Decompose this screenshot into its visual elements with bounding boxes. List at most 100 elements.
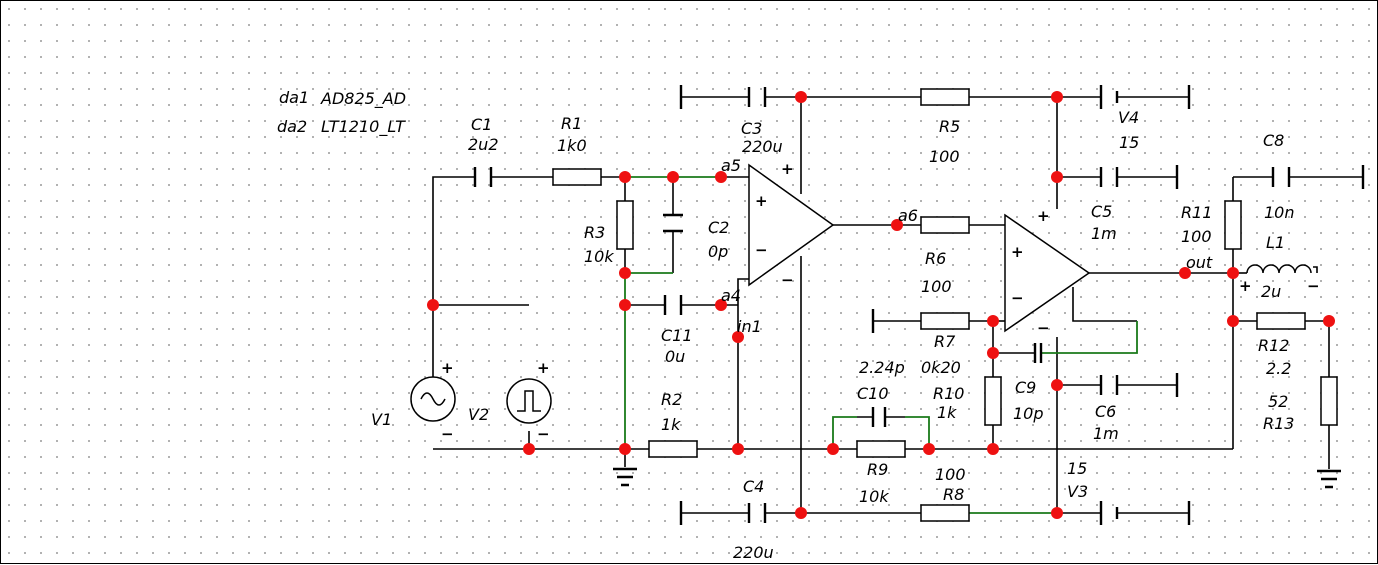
label-c8-value: 10n [1264,203,1295,222]
capacitor-c3[interactable] [747,87,767,107]
pulse-source-v2[interactable] [506,378,552,424]
label-r2-value: 1k [661,415,681,434]
inductor-l1[interactable] [1246,264,1312,274]
capacitor-c6[interactable] [1099,375,1119,395]
capacitor-c9[interactable] [1033,343,1043,363]
op-amp-da2[interactable] [1004,213,1091,333]
label-c4-value: 220u [733,543,774,562]
label-r10-ref: R10 [933,384,964,403]
label-v3-value: 15 [1067,459,1087,478]
svg-text:+: + [1037,207,1050,225]
polarity-signs: + − + − + − + − + − + − + − [441,160,1320,443]
label-c3-value: 220u [742,137,783,156]
resistor-r8[interactable] [920,504,970,522]
label-c2-ref: C2 [708,218,729,237]
label-c2-value: 0p [708,242,728,261]
label-c6-value: 1m [1093,424,1119,443]
model-value-da1: AD825_AD [320,89,406,109]
label-r13-value: 52 [1268,392,1288,411]
svg-text:+: + [755,192,768,210]
net-label-a4: a4 [721,286,741,305]
capacitor-c8[interactable] [1271,167,1291,187]
label-r5-value: 100 [929,147,960,166]
label-c5-value: 1m [1091,224,1117,243]
label-r5-ref: R5 [939,117,960,136]
resistor-r11[interactable] [1224,200,1242,250]
label-v4-value: 15 [1119,133,1139,152]
resistor-r12[interactable] [1256,312,1306,330]
label-r8-ref: R8 [943,485,964,504]
label-r11-value: 100 [1181,227,1212,246]
label-r13-ref: R13 [1263,414,1294,433]
label-c10-ref: C10 [857,384,889,403]
svg-text:+: + [1011,243,1024,261]
capacitor-c4[interactable] [747,503,767,523]
battery-v4[interactable] [1099,85,1119,109]
label-c1-value: 2u2 [468,135,499,154]
net-label-in1: in1 [737,317,762,336]
svg-text:−: − [1307,277,1320,295]
label-c3-ref: C3 [741,119,762,138]
resistor-r9[interactable] [856,440,906,458]
ground-terminals [679,85,1365,525]
svg-text:+: + [781,160,794,178]
svg-text:−: − [1037,319,1050,337]
label-c11-value: 0u [665,347,685,366]
capacitor-c10[interactable] [857,407,905,427]
label-r12-value: 2.2 [1266,359,1291,378]
capacitor-c11[interactable] [663,295,683,315]
op-amp-da1[interactable] [748,163,835,287]
label-c8-ref: C8 [1263,131,1284,150]
capacitor-c1[interactable] [473,167,493,187]
label-c10-value: 2.24p [859,358,905,377]
resistor-r10[interactable] [984,376,1002,426]
label-r1-value: 1k0 [557,136,587,155]
capacitor-c5[interactable] [1099,167,1119,187]
label-r9-value: 10k [859,487,889,506]
label-r7-ref: R7 [934,332,956,351]
label-r9-ref: R9 [867,460,888,479]
label-c6-ref: C6 [1095,402,1116,421]
label-c9-value: 10p [1013,404,1044,423]
resistor-r13[interactable] [1320,376,1338,426]
label-c4-ref: C4 [743,477,764,496]
capacitor-c2[interactable] [663,213,683,233]
label-l1-ref: L1 [1266,233,1285,252]
label-r6-value: 100 [921,277,952,296]
ac-source-v1[interactable] [410,376,456,422]
ground-symbol-left [613,467,637,487]
resistor-r6[interactable] [920,216,970,234]
label-v2-ref: V2 [468,405,489,424]
resistor-r5[interactable] [920,88,970,106]
net-label-out: out [1186,253,1213,272]
svg-text:+: + [537,359,550,377]
label-l1-value: 2u [1261,282,1281,301]
junction-nodes [427,91,1335,519]
label-r7-value: 0k20 [921,358,961,377]
net-label-a5: a5 [721,156,741,175]
label-c9-ref: C9 [1015,378,1036,397]
label-r12-ref: R12 [1258,336,1289,355]
resistor-r1[interactable] [552,168,602,186]
label-r10-value: 1k [937,403,957,422]
model-value-da2: LT1210_LT [321,117,406,137]
label-r8-value: 100 [935,465,966,484]
label-r3-value: 10k [584,247,614,266]
wires [432,96,1351,514]
svg-text:−: − [781,271,794,289]
label-v3-ref: V3 [1067,482,1088,501]
model-ref-da1: da1 [279,88,309,107]
label-v1-ref: V1 [371,410,392,429]
resistor-r2[interactable] [648,440,698,458]
resistor-r3[interactable] [616,200,634,250]
svg-text:+: + [1239,277,1252,295]
label-c11-ref: C11 [661,326,693,345]
svg-text:−: − [1011,289,1024,307]
svg-text:−: − [441,425,454,443]
svg-text:−: − [755,241,768,259]
battery-v3[interactable] [1099,501,1119,525]
resistor-r7[interactable] [920,312,970,330]
